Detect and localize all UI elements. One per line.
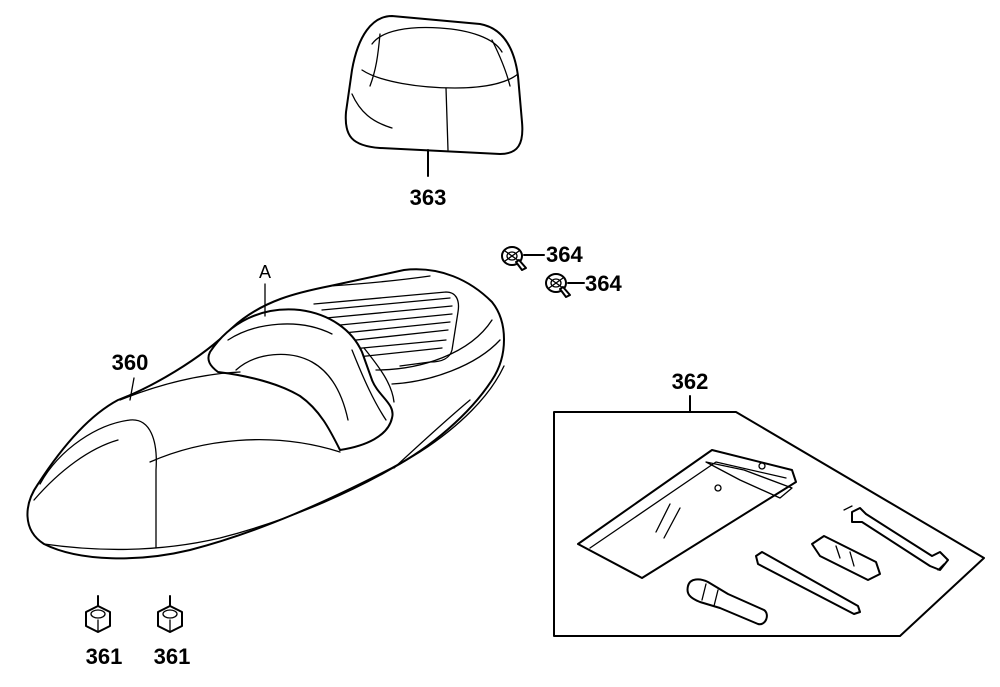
- nut-part-number-left: 361: [86, 644, 123, 669]
- toolkit-part[interactable]: [553, 411, 985, 637]
- toolkit-part-number: 362: [672, 369, 709, 394]
- backrest-pad-part[interactable]: [344, 15, 524, 177]
- screw-part-number-upper: 364: [546, 242, 583, 267]
- seat-detail-marker: A: [259, 262, 271, 282]
- screw-part-lower[interactable]: [545, 273, 585, 298]
- screw-part-upper[interactable]: [501, 246, 545, 271]
- seat-part-number: 360: [112, 350, 149, 375]
- backrest-part-number: 363: [410, 185, 447, 210]
- screw-part-number-lower: 364: [585, 271, 622, 296]
- nut-part-left[interactable]: [85, 595, 111, 633]
- nut-part-right[interactable]: [157, 595, 183, 633]
- nut-part-number-right: 361: [154, 644, 191, 669]
- seat-part[interactable]: [26, 268, 505, 560]
- seat-part-leader: [129, 377, 135, 401]
